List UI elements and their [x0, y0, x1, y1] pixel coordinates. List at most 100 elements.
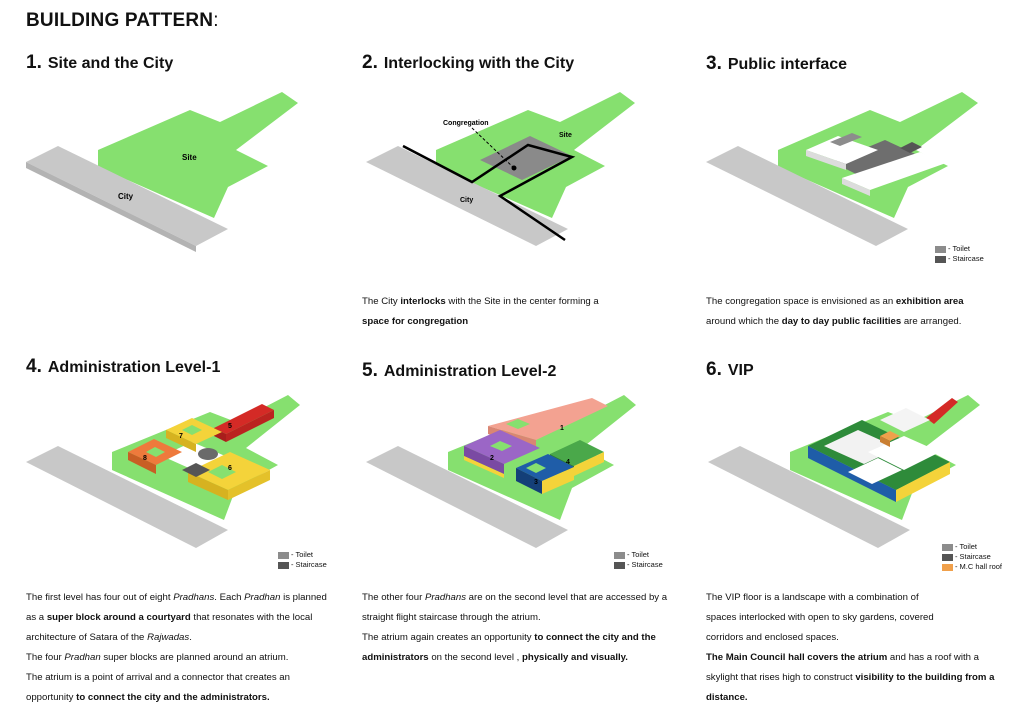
staircase-block: [900, 142, 922, 153]
caption-text: The four: [26, 652, 65, 663]
caption-text: Pradhans: [173, 592, 215, 603]
block-number: 1: [560, 425, 564, 432]
toilet-swatch: [278, 551, 289, 559]
caption-line: opportunity to connect the city and the …: [26, 688, 327, 708]
step-6-heading: 6. VIP: [706, 359, 754, 381]
step-4-heading: 4.Administration Level-1: [26, 356, 220, 378]
caption-emphasis: super block around a courtyard: [46, 612, 191, 623]
staircase-block: [182, 463, 210, 477]
step-title: Public interface: [727, 56, 848, 73]
caption-line: spaces interlocked with open to sky gard…: [706, 608, 994, 628]
legend-step-3: -Toilet -Staircase: [935, 244, 984, 264]
legend-item: -Staircase: [942, 552, 1002, 562]
caption-emphasis: day to day public facilities: [781, 316, 902, 327]
caption-line: skylight that rises high to construct vi…: [706, 668, 994, 688]
caption-line: The first level has four out of eight Pr…: [26, 588, 327, 608]
caption-step-6: The VIP floor is a landscape with a comb…: [706, 588, 994, 708]
caption-text: are on the second level that are accesse…: [466, 592, 668, 603]
caption-text: opportunity: [26, 692, 77, 703]
caption-text: that resonates with the local: [190, 612, 313, 623]
step-title: Administration Level-1: [47, 359, 221, 376]
caption-emphasis: to connect the city and the administrato…: [76, 692, 270, 703]
pradhan-block-5: [214, 404, 274, 434]
site-label: Site: [182, 153, 197, 162]
caption-line: distance.: [706, 688, 994, 708]
caption-line: architecture of Satara of the Rajwadas.: [26, 628, 327, 648]
caption-text: Pradhan: [244, 592, 281, 603]
caption-line: The atrium again creates an opportunity …: [362, 628, 667, 648]
block-number: 7: [179, 433, 183, 440]
caption-emphasis: distance.: [706, 692, 748, 703]
caption-step-2: The City interlocks with the Site in the…: [362, 292, 599, 332]
legend-item: -Toilet: [614, 550, 663, 560]
diagram-vip: [708, 395, 980, 548]
caption-line: The four Pradhan super blocks are planne…: [26, 648, 327, 668]
step-title: VIP: [727, 362, 754, 379]
diagram-site-and-city: Site City: [26, 92, 298, 252]
caption-emphasis: space for congregation: [362, 316, 469, 327]
public-block-south: [842, 152, 946, 190]
caption-line: straight flight staircase through the at…: [362, 608, 667, 628]
toilet-swatch: [942, 543, 953, 551]
caption-text: skylight that rises high to construct: [706, 672, 856, 683]
legend-label: Staircase: [631, 560, 663, 569]
caption-emphasis: administrators: [362, 652, 429, 663]
caption-text: The atrium again creates an opportunity: [362, 632, 535, 643]
caption-emphasis: physically and visually.: [522, 652, 628, 663]
caption-emphasis: The Main Council hall covers the atrium: [706, 652, 888, 663]
city-label: City: [118, 192, 134, 201]
city-road: [706, 146, 908, 246]
step-3-heading: 3.Public interface: [706, 53, 847, 75]
caption-text: The other four: [362, 592, 425, 603]
site-label: Site: [559, 132, 572, 139]
caption-text: architecture of Satara of the: [26, 632, 148, 643]
caption-text: straight flight staircase through the at…: [362, 612, 541, 623]
toilet-swatch: [614, 551, 625, 559]
city-label: City: [460, 197, 473, 204]
legend-item: -M.C hall roof: [942, 562, 1002, 572]
caption-line: space for congregation: [362, 312, 599, 332]
caption-text: with the Site in the center forming a: [445, 296, 599, 307]
legend-label: Staircase: [952, 254, 984, 263]
legend-label: M.C hall roof: [959, 562, 1003, 571]
step-number: 6.: [706, 359, 722, 380]
caption-emphasis: visibility to the building from a: [855, 672, 995, 683]
block-number: 8: [143, 455, 147, 462]
staircase-swatch: [935, 255, 946, 263]
caption-text: Pradhan: [64, 652, 101, 663]
block-number: 3: [534, 479, 538, 486]
congregation-space: [832, 140, 924, 182]
block-number: 2: [490, 455, 494, 462]
caption-emphasis: exhibition area: [895, 296, 964, 307]
caption-text: The first level has four out of eight: [26, 592, 174, 603]
diagram-admin-level-1: 5 6 7 8: [26, 395, 300, 548]
site-area: [98, 92, 298, 218]
caption-step-5: The other four Pradhans are on the secon…: [362, 588, 667, 668]
caption-line: The atrium is a point of arrival and a c…: [26, 668, 327, 688]
city-road: [708, 446, 910, 548]
diagram-admin-level-2: 1 2 3 4: [366, 395, 636, 548]
legend-label: Staircase: [295, 560, 327, 569]
caption-text: on the second level ,: [428, 652, 522, 663]
caption-line: administrators on the second level , phy…: [362, 648, 667, 668]
caption-text: spaces interlocked with open to sky gard…: [706, 612, 934, 623]
step-title: Administration Level-2: [383, 363, 557, 380]
toilet-swatch: [935, 245, 946, 253]
caption-line: The City interlocks with the Site in the…: [362, 292, 599, 312]
caption-emphasis: interlocks: [400, 296, 446, 307]
legend-item: -Toilet: [942, 542, 1002, 552]
caption-text: The atrium is a point of arrival and a c…: [26, 672, 290, 683]
caption-text: .: [189, 632, 192, 643]
staircase-swatch: [614, 561, 625, 569]
vip-mass-north: [880, 408, 930, 432]
city-road: [366, 446, 568, 548]
caption-text: The City: [362, 296, 401, 307]
step-number: 1.: [26, 52, 42, 73]
step-1-heading: 1.Site and the City: [26, 52, 173, 74]
legend-step-4: -Toilet -Staircase: [278, 550, 327, 570]
staircase-swatch: [942, 553, 953, 561]
legend-item: -Toilet: [935, 244, 984, 254]
diagram-interlocking: Congregation Site City: [366, 92, 635, 246]
red-wing: [926, 398, 958, 424]
block-number: 4: [566, 459, 570, 466]
